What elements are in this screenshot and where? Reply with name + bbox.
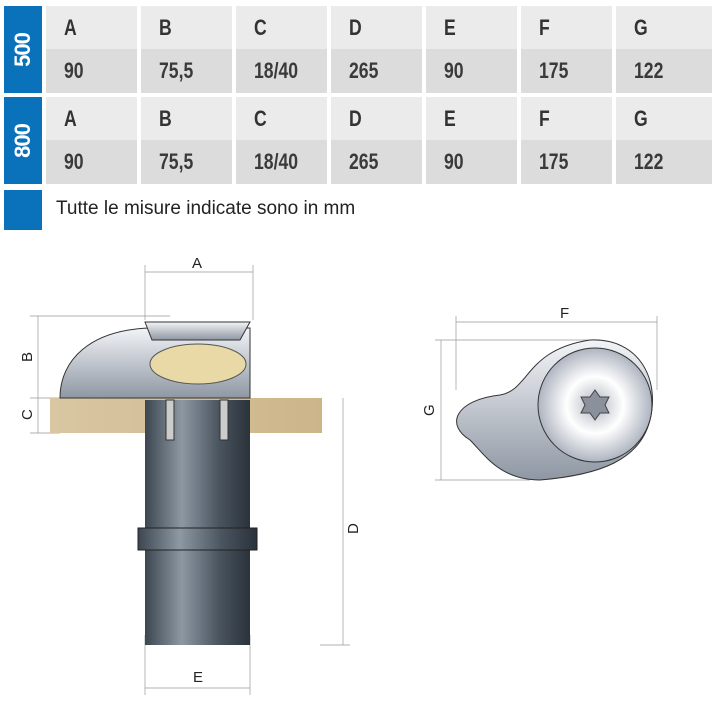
label-b: B	[19, 352, 36, 362]
column-header: A	[46, 97, 137, 140]
dimension-value: 175	[521, 49, 612, 93]
dimension-labels: A B C D E F G	[19, 255, 569, 686]
label-e: E	[193, 669, 203, 686]
dimension-value: 122	[616, 140, 712, 184]
top-view	[456, 339, 653, 481]
dimension-value: 90	[46, 140, 137, 184]
dimension-value: 18/40	[236, 140, 327, 184]
dimension-value: 75,5	[141, 140, 232, 184]
motor-flange	[137, 527, 258, 551]
column-header: F	[521, 6, 612, 49]
column-header: A	[46, 6, 137, 49]
column-header: D	[331, 97, 422, 140]
column-header: D	[331, 6, 422, 49]
windlass-drawing: A B C D E F G	[19, 255, 658, 695]
dimension-value: 90	[426, 49, 517, 93]
label-d: D	[345, 523, 362, 534]
model-badge	[4, 97, 42, 184]
note-marker	[4, 190, 42, 230]
dimension-value: 90	[46, 49, 137, 93]
model-label: 500	[10, 32, 35, 67]
label-g: G	[421, 404, 438, 416]
dimension-value: 265	[331, 140, 422, 184]
dimension-value: 75,5	[141, 49, 232, 93]
column-header: B	[141, 97, 232, 140]
column-header: E	[426, 6, 517, 49]
model-badge	[4, 6, 42, 93]
column-header: F	[521, 97, 612, 140]
column-header: B	[141, 6, 232, 49]
winch-handle-socket-icon	[580, 389, 610, 421]
dimension-value: 90	[426, 140, 517, 184]
dimension-lines	[30, 265, 658, 695]
gypsy	[149, 343, 247, 385]
motor-body	[145, 400, 250, 645]
dimension-value: 122	[616, 49, 712, 93]
dimension-value: 265	[331, 49, 422, 93]
label-f: F	[560, 305, 569, 322]
drum-cap	[144, 321, 251, 341]
column-header: G	[616, 6, 712, 49]
column-header: C	[236, 97, 327, 140]
column-header: G	[616, 97, 712, 140]
label-a: A	[192, 255, 202, 272]
model-label: 800	[10, 123, 35, 158]
units-note: Tutte le misure indicate sono in mm	[56, 198, 356, 219]
column-header: E	[426, 97, 517, 140]
dimension-value: 18/40	[236, 49, 327, 93]
dimension-value: 175	[521, 140, 612, 184]
label-c: C	[19, 409, 36, 420]
column-header: C	[236, 6, 327, 49]
